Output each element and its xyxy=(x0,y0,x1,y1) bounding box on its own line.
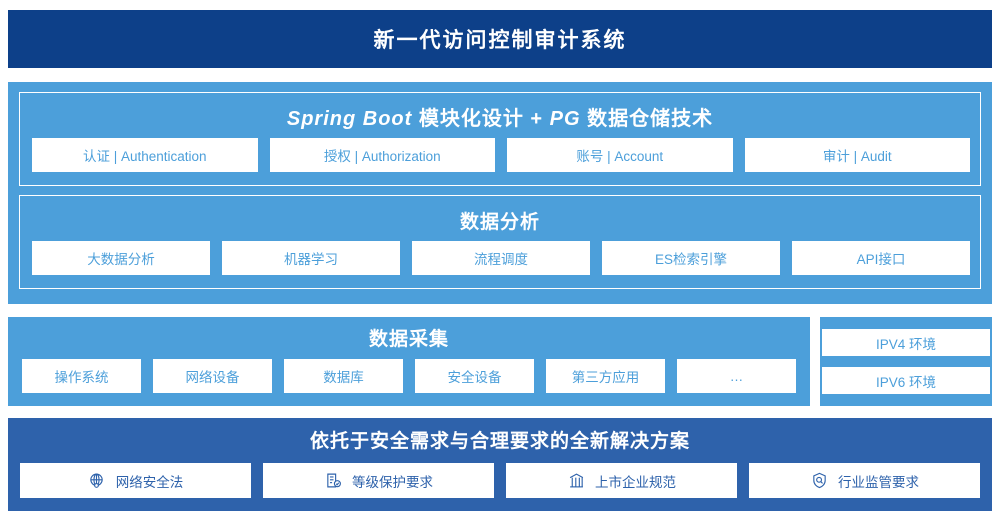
application-layer-chip-row: 认证 | Authentication 授权 | Authorization 账… xyxy=(32,138,970,172)
globe-icon xyxy=(88,472,106,490)
page-title: 新一代访问控制审计系统 xyxy=(373,29,627,52)
collection-layer-panel: 数据采集 操作系统 网络设备 数据库 安全设备 第三方应用 … xyxy=(8,317,810,406)
page-title-bar: 新一代访问控制审计系统 xyxy=(8,10,992,68)
chip-machine-learning[interactable]: 机器学习 xyxy=(222,241,400,275)
compliance-layer-title: 依托于安全需求与合理要求的全新解决方案 xyxy=(309,431,690,452)
bank-icon xyxy=(567,472,585,490)
document-check-icon xyxy=(324,472,342,490)
chip-security-device[interactable]: 安全设备 xyxy=(415,359,534,393)
chip-label: 行业监管要求 xyxy=(838,474,919,490)
collection-layer-chip-row: 操作系统 网络设备 数据库 安全设备 第三方应用 … xyxy=(22,359,796,393)
chip-ipv4-environment[interactable]: IPV4 环境 xyxy=(822,329,990,356)
chip-label: 网络安全法 xyxy=(115,474,184,490)
chip-classified-protection-requirement[interactable]: 等级保护要求 xyxy=(263,463,494,498)
chip-third-party-application[interactable]: 第三方应用 xyxy=(546,359,665,393)
chip-ipv6-environment[interactable]: IPV6 环境 xyxy=(822,367,990,394)
chip-label: 等级保护要求 xyxy=(352,474,433,490)
environment-panel: IPV4 环境 IPV6 环境 xyxy=(820,317,992,406)
chip-operating-system[interactable]: 操作系统 xyxy=(22,359,141,393)
application-layer-title: Spring Boot 模块化设计 + PG 数据仓储技术 xyxy=(286,108,714,130)
chip-cybersecurity-law[interactable]: 网络安全法 xyxy=(20,463,251,498)
chip-audit[interactable]: 审计 | Audit xyxy=(744,138,970,172)
chip-authorization[interactable]: 授权 | Authorization xyxy=(269,138,495,172)
chip-database[interactable]: 数据库 xyxy=(284,359,403,393)
collection-layer-title: 数据采集 xyxy=(368,329,449,350)
chip-account[interactable]: 账号 | Account xyxy=(507,138,733,172)
analysis-layer-chip-row: 大数据分析 机器学习 流程调度 ES检索引擎 API接口 xyxy=(32,241,970,275)
chip-big-data-analysis[interactable]: 大数据分析 xyxy=(32,241,210,275)
compliance-layer-chip-row: 网络安全法 等级保护要求 xyxy=(20,463,980,498)
chip-es-search-engine[interactable]: ES检索引擎 xyxy=(602,241,780,275)
chip-network-device[interactable]: 网络设备 xyxy=(153,359,272,393)
chip-label: 上市企业规范 xyxy=(595,474,676,490)
analysis-layer-group: 数据分析 大数据分析 机器学习 流程调度 ES检索引擎 API接口 xyxy=(19,195,981,289)
application-layer-group: Spring Boot 模块化设计 + PG 数据仓储技术 认证 | Authe… xyxy=(19,92,981,186)
chip-industry-regulatory-requirement[interactable]: 行业监管要求 xyxy=(749,463,980,498)
chip-more-ellipsis[interactable]: … xyxy=(677,359,796,393)
chip-authentication[interactable]: 认证 | Authentication xyxy=(32,138,258,172)
compliance-layer-panel: 依托于安全需求与合理要求的全新解决方案 网络安全法 xyxy=(8,418,992,511)
analysis-layer-title: 数据分析 xyxy=(459,212,540,233)
chip-api-interface[interactable]: API接口 xyxy=(792,241,970,275)
chip-listed-enterprise-standard[interactable]: 上市企业规范 xyxy=(506,463,737,498)
platform-panel: Spring Boot 模块化设计 + PG 数据仓储技术 认证 | Authe… xyxy=(8,82,992,304)
shield-search-icon xyxy=(810,472,828,490)
chip-process-scheduling[interactable]: 流程调度 xyxy=(412,241,590,275)
